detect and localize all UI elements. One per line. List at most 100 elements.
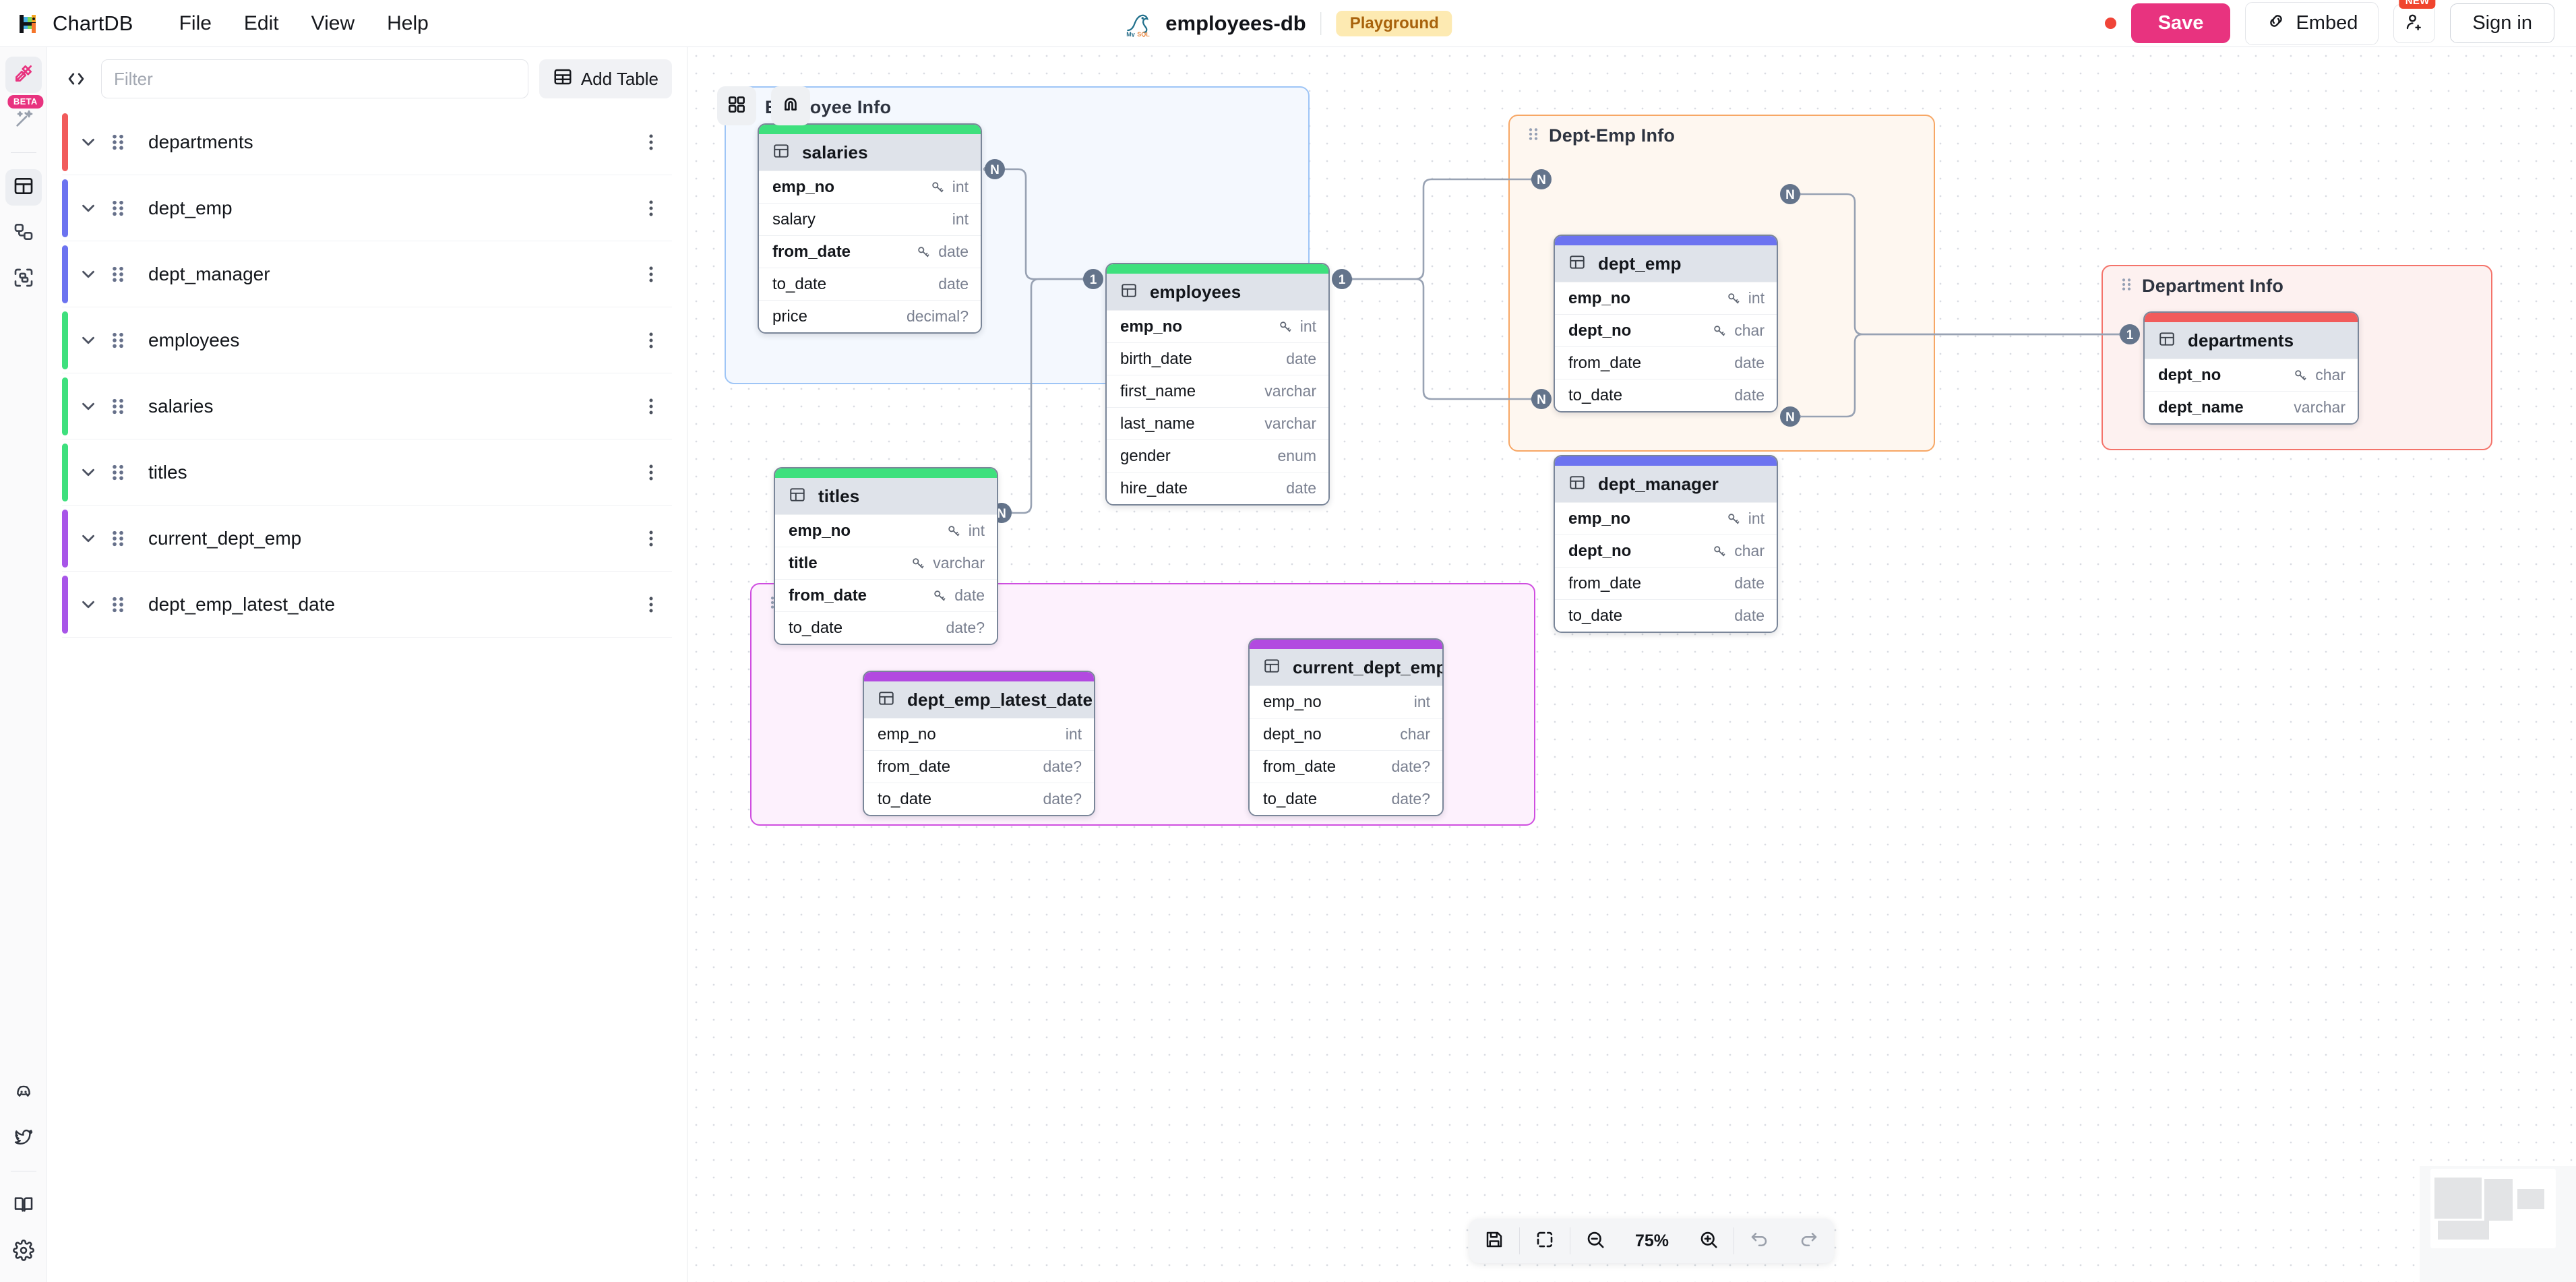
rail-item-areas[interactable] <box>5 261 42 297</box>
chevron-down-icon[interactable] <box>77 263 100 286</box>
drag-handle-icon[interactable] <box>111 264 131 284</box>
snap-magnet-button[interactable] <box>771 86 810 125</box>
zoom-in-button[interactable] <box>1684 1219 1734 1263</box>
rail-item-twitter[interactable] <box>5 1121 42 1157</box>
table-header[interactable]: titles <box>775 478 997 514</box>
more-options-icon[interactable] <box>641 330 661 350</box>
drag-handle-icon[interactable] <box>1527 126 1539 146</box>
sidebar-table-row[interactable]: dept_emp <box>62 175 672 241</box>
rail-item-docs[interactable] <box>5 1188 42 1224</box>
sidebar-table-row[interactable]: employees <box>62 307 672 373</box>
fit-view-button[interactable] <box>1520 1219 1570 1263</box>
drag-handle-icon[interactable] <box>111 594 131 615</box>
chevron-down-icon[interactable] <box>77 329 100 352</box>
sidebar-table-row[interactable]: current_dept_emp <box>62 506 672 572</box>
code-brackets-icon[interactable] <box>62 65 90 93</box>
menu-edit[interactable]: Edit <box>243 11 279 34</box>
save-diagram-button[interactable] <box>1469 1219 1519 1263</box>
redo-button[interactable] <box>1784 1219 1834 1263</box>
sidebar-table-row[interactable]: titles <box>62 439 672 506</box>
save-button[interactable]: Save <box>2130 3 2231 43</box>
database-name[interactable]: employees-db <box>1165 11 1306 35</box>
menu-file[interactable]: File <box>179 11 212 34</box>
rail-item-discord[interactable] <box>5 1075 42 1111</box>
more-options-icon[interactable] <box>641 132 661 152</box>
sidebar-table-row[interactable]: dept_emp_latest_date <box>62 572 672 638</box>
more-options-icon[interactable] <box>641 396 661 417</box>
chevron-down-icon[interactable] <box>77 197 100 220</box>
chevron-down-icon[interactable] <box>77 395 100 418</box>
sidebar-table-row[interactable]: departments <box>62 109 672 175</box>
chevron-down-icon[interactable] <box>77 131 100 154</box>
menu-view[interactable]: View <box>311 11 355 34</box>
chevron-down-icon[interactable] <box>77 461 100 484</box>
more-options-icon[interactable] <box>641 198 661 218</box>
more-options-icon[interactable] <box>641 594 661 615</box>
drag-handle-icon[interactable] <box>111 396 131 417</box>
chevron-down-icon[interactable] <box>77 527 100 550</box>
drag-handle-icon[interactable] <box>111 330 131 350</box>
rail-item-diagram-editor[interactable] <box>5 57 42 93</box>
zoom-out-button[interactable] <box>1570 1219 1620 1263</box>
chevron-down-icon[interactable] <box>77 593 100 616</box>
minimap[interactable] <box>2420 1166 2576 1282</box>
undo-button[interactable] <box>1734 1219 1784 1263</box>
drag-handle-icon[interactable] <box>111 528 131 549</box>
drag-handle-icon[interactable] <box>111 132 131 152</box>
table-header[interactable]: dept_emp <box>1555 245 1777 282</box>
layout-grid-button[interactable] <box>717 86 756 125</box>
invite-user-button[interactable]: NEW <box>2393 0 2436 43</box>
table-header[interactable]: salaries <box>759 134 981 171</box>
table-header[interactable]: dept_manager <box>1555 466 1777 502</box>
rail-item-ai-assistant[interactable]: BETA <box>5 95 44 139</box>
more-options-icon[interactable] <box>641 264 661 284</box>
sidebar-table-row[interactable]: salaries <box>62 373 672 439</box>
drag-handle-icon[interactable] <box>111 198 131 218</box>
rail-item-relationships[interactable] <box>5 215 42 251</box>
embed-button[interactable]: Embed <box>2245 1 2379 45</box>
more-options-icon[interactable] <box>641 528 661 549</box>
menu-help[interactable]: Help <box>387 11 429 34</box>
filter-input[interactable] <box>101 59 528 98</box>
table-header[interactable]: dept_emp_latest_date <box>864 681 1094 718</box>
rail-item-tables[interactable] <box>5 169 42 206</box>
